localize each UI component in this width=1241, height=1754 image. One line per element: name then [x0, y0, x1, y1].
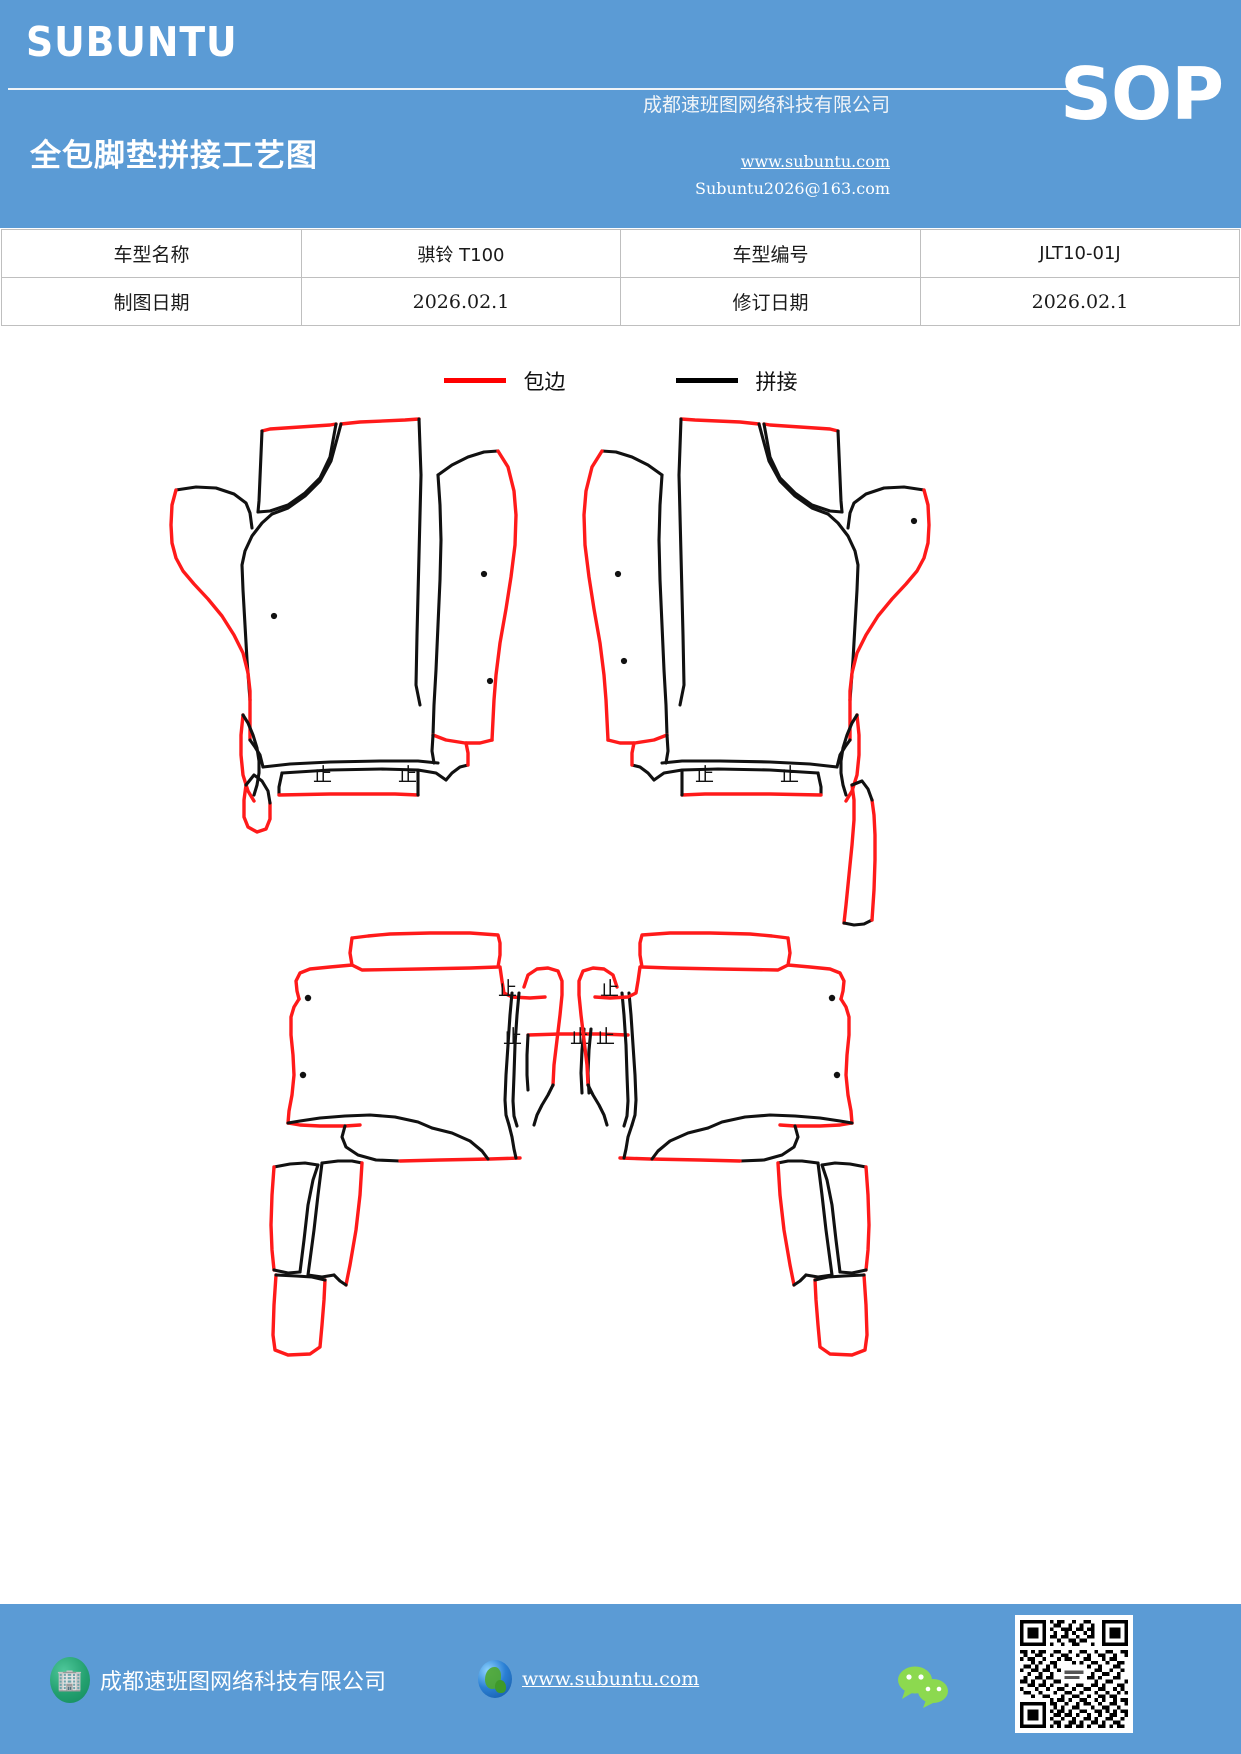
header-email: Subuntu2026@163.com — [695, 179, 890, 198]
building-icon: 🏢 — [50, 1657, 90, 1703]
fix-point-marker — [299, 1071, 307, 1079]
fix-point-marker — [270, 612, 278, 620]
footer-company-block: 🏢 成都速班图网络科技有限公司 — [50, 1657, 386, 1703]
header-company-name: 成都速班图网络科技有限公司 — [642, 94, 890, 116]
stop-mark-label: 止 — [695, 764, 714, 786]
front-right-mat-assembly: 止 止 — [582, 417, 931, 927]
draw-date-label: 制图日期 — [1, 277, 302, 326]
fix-point-marker — [620, 657, 628, 665]
stop-mark-label: 止 — [596, 1026, 615, 1048]
model-code-value: JLT10-01J — [919, 229, 1241, 278]
footer-website-block[interactable]: www.subuntu.com — [478, 1660, 699, 1698]
table-row: 制图日期 2026.02.1 修订日期 2026.02.1 — [1, 277, 1241, 326]
stop-mark-label: 止 — [503, 1026, 522, 1048]
mat-pattern-drawing: 止 止 — [0, 395, 1241, 1405]
stop-mark-label: 止 — [313, 764, 332, 786]
legend: 包边 拼接 — [0, 358, 1241, 403]
stop-mark-group: 止 — [600, 978, 619, 1000]
header-divider — [8, 88, 1090, 90]
fix-point-marker — [480, 570, 488, 578]
qr-code — [1015, 1615, 1133, 1733]
stop-mark-group: 止 止 — [313, 764, 417, 786]
model-name-label: 车型名称 — [1, 229, 302, 278]
wechat-icon — [898, 1666, 948, 1708]
front-left-mat-assembly: 止 止 — [169, 417, 518, 834]
fix-point-marker — [614, 570, 622, 578]
model-name-value: 骐铃 T100 — [300, 229, 621, 278]
footer-company-name: 成都速班图网络科技有限公司 — [100, 1670, 387, 1695]
revision-date-label: 修订日期 — [619, 277, 921, 326]
fix-point-marker — [910, 517, 918, 525]
footer-website-link[interactable]: www.subuntu.com — [522, 1668, 700, 1690]
legend-label-binding: 包边 — [523, 369, 566, 394]
fix-point-marker — [828, 994, 836, 1002]
stop-mark-group: 止 止 — [498, 978, 522, 1048]
legend-item-seam: 拼接 — [675, 366, 798, 396]
stop-mark-label: 止 — [398, 764, 417, 786]
fix-point-marker — [304, 994, 312, 1002]
stop-mark-label: 止 — [498, 978, 517, 1000]
vehicle-info-table: 车型名称 骐铃 T100 车型编号 JLT10-01J 制图日期 2026.02… — [1, 229, 1241, 326]
stop-mark-label: 止 — [780, 764, 799, 786]
stop-mark-label: 止 — [600, 978, 619, 1000]
rear-mat-assembly: 止 止 止 止 止 — [269, 931, 871, 1357]
model-code-label: 车型编号 — [619, 229, 921, 278]
sop-badge: SOP — [1060, 52, 1224, 136]
page-title: 全包脚垫拼接工艺图 — [30, 138, 318, 174]
black-line-swatch-icon — [675, 378, 738, 383]
brand-logo: SUBUNTU — [26, 18, 238, 66]
red-line-swatch-icon — [443, 378, 506, 383]
header-website-link[interactable]: www.subuntu.com — [740, 152, 890, 171]
fix-point-marker — [833, 1071, 841, 1079]
legend-label-seam: 拼接 — [755, 369, 798, 394]
globe-icon — [478, 1660, 512, 1698]
stop-mark-group: 止 止 — [695, 764, 799, 786]
draw-date-value: 2026.02.1 — [300, 277, 621, 326]
revision-date-value: 2026.02.1 — [919, 277, 1241, 326]
page-footer: 🏢 成都速班图网络科技有限公司 www.subuntu.com — [0, 1604, 1241, 1754]
table-row: 车型名称 骐铃 T100 车型编号 JLT10-01J — [1, 229, 1241, 278]
page-header: SUBUNTU 全包脚垫拼接工艺图 成都速班图网络科技有限公司 www.subu… — [0, 0, 1241, 228]
fix-point-marker — [486, 677, 494, 685]
legend-item-binding: 包边 — [443, 366, 566, 396]
